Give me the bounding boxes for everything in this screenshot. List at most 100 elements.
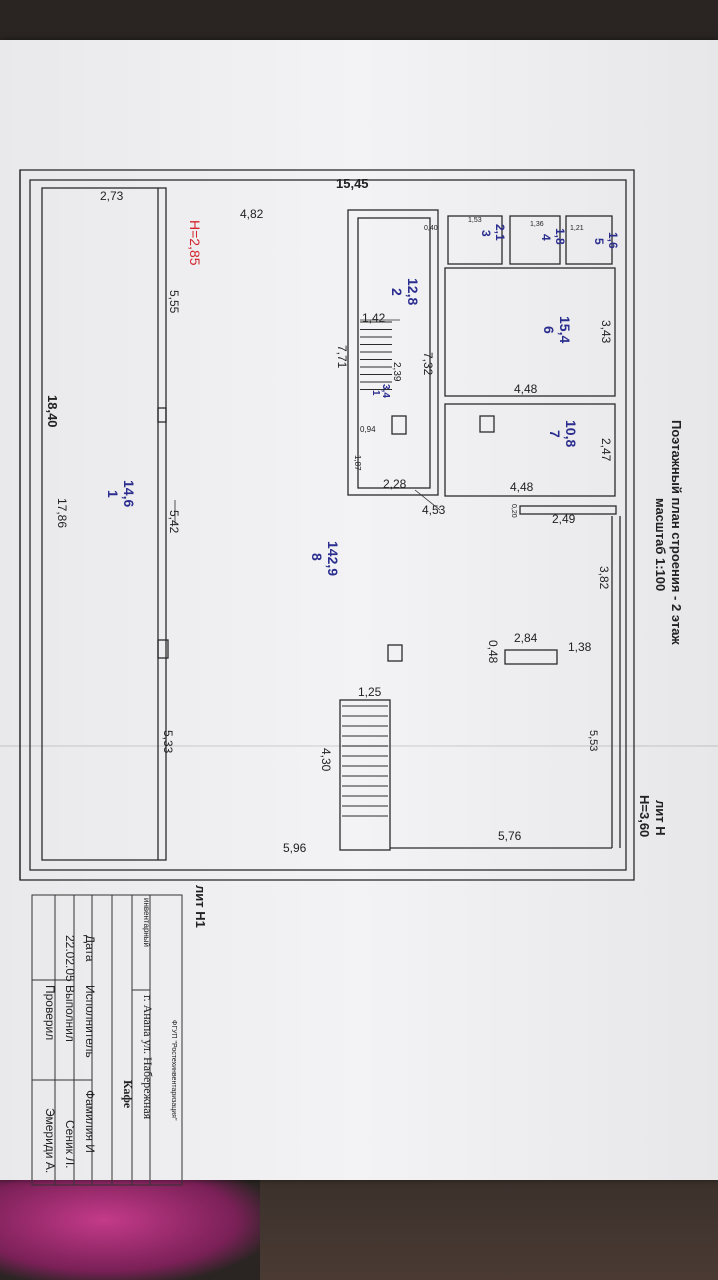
room-7-wall (444, 403, 616, 497)
svg-text:1,6: 1,6 (606, 232, 620, 249)
room-label: 3 2,1 (479, 224, 507, 241)
dim-1-87: 1,87 (353, 455, 362, 471)
dim-18-40: 18,40 (45, 395, 60, 428)
svg-text:2,1: 2,1 (493, 224, 507, 241)
room-label: 1 3,4 (370, 384, 391, 398)
dim-0-48: 0,48 (486, 640, 500, 664)
dim-1-25: 1,25 (358, 685, 382, 699)
svg-text:3,4: 3,4 (380, 384, 391, 398)
background-bag (0, 1180, 260, 1280)
dim-4-82: 4,82 (240, 207, 264, 221)
dim-1-53: 1,53 (468, 217, 482, 224)
lit-height: Н=3,60 (637, 795, 652, 837)
column-4 (479, 415, 495, 433)
column-1 (157, 407, 167, 423)
dim-5-55: 5,55 (167, 290, 181, 314)
dim-17-86: 17,86 (55, 498, 69, 528)
stamp-head-exec: Исполнитель (83, 985, 97, 1058)
room-3-wall (447, 215, 503, 265)
dim-3-82: 3,82 (597, 566, 611, 590)
column-5 (391, 415, 407, 435)
dim-5-33: 5,33 (161, 730, 175, 754)
stamp-date: 22.02.05 (63, 935, 77, 982)
lit-h1: лит Н1 (193, 885, 208, 928)
column-3 (387, 644, 403, 662)
corridor-strip (519, 505, 617, 515)
room-5-wall (565, 215, 613, 265)
dim-0-40: 0,40 (424, 225, 438, 232)
dim-4-48b: 4,48 (510, 480, 534, 494)
svg-text:8: 8 (309, 553, 325, 561)
dim-5-76: 5,76 (498, 829, 522, 843)
dim-2-49: 2,49 (552, 512, 576, 526)
dim-1-38: 1,38 (568, 640, 592, 654)
dim-15-45: 15,45 (336, 176, 369, 191)
outer-wall-outer (19, 169, 635, 881)
svg-text:142,9: 142,9 (325, 541, 341, 576)
dim-line (414, 489, 441, 511)
dim-4-48a: 4,48 (514, 382, 538, 396)
svg-text:3: 3 (479, 230, 493, 237)
svg-text:1: 1 (370, 390, 381, 396)
stair-treads-upper (360, 321, 392, 390)
column-2 (157, 639, 169, 659)
dim-4-30: 4,30 (319, 748, 333, 772)
stair-treads-lower (342, 705, 388, 817)
room-label: 1 14,6 (105, 480, 137, 507)
stair-block-inner (357, 217, 431, 489)
dim-2-73: 2,73 (100, 189, 124, 203)
title-line2: масштаб 1:100 (653, 498, 668, 591)
room-4-wall (509, 215, 561, 265)
svg-text:6: 6 (541, 326, 557, 334)
plan-sheet (0, 40, 718, 1180)
room-label: 4 1,8 (539, 228, 567, 245)
stamp-inv: инвентарный (142, 898, 151, 947)
stamp-object: Кафе (121, 1080, 135, 1109)
dim-5-53: 5,53 (587, 730, 599, 751)
stair-block (347, 209, 439, 496)
dim-2-47: 2,47 (599, 438, 613, 462)
stamp-checked: Проверил (43, 985, 57, 1040)
room-label: 6 15,4 (541, 316, 573, 343)
stamp-done-name: Сеник Л. (63, 1120, 77, 1168)
dim-7-71: 7,71 (335, 345, 349, 369)
dim-5-42: 5,42 (167, 510, 181, 534)
bar-counter (504, 649, 558, 665)
stamp-org: ФГУП "Ростехинвентаризация" (170, 1020, 177, 1121)
svg-text:10,8: 10,8 (563, 420, 579, 447)
dim-3-43: 3,43 (599, 320, 613, 344)
svg-text:2: 2 (389, 288, 405, 296)
stamp-checked-name: Эмериди А. (43, 1108, 57, 1173)
dim-4-53: 4,53 (422, 503, 446, 517)
dim-2-84: 2,84 (514, 631, 538, 645)
dim-1-36: 1,36 (530, 221, 544, 228)
lit-name: лит Н (653, 800, 668, 836)
room-6-wall (444, 267, 616, 397)
stamp-head-name: Фамилия И (83, 1090, 97, 1153)
dim-0-20: 0,20 (510, 504, 517, 518)
svg-text:5: 5 (592, 238, 606, 245)
svg-text:14,6: 14,6 (121, 480, 137, 507)
room-label: 7 10,8 (547, 420, 579, 447)
stamp-done: Выполнил (63, 985, 77, 1042)
lit-h1-strip (41, 187, 167, 861)
height-mark: Н=2,85 (187, 220, 203, 266)
dim-2-39: 2,39 (391, 362, 402, 382)
stamp-head-date: Дата (83, 935, 97, 962)
svg-text:1,8: 1,8 (553, 228, 567, 245)
svg-text:1: 1 (105, 490, 121, 498)
svg-text:12,8: 12,8 (405, 278, 421, 305)
svg-text:15,4: 15,4 (557, 316, 573, 343)
dim-7-32: 7,32 (421, 352, 435, 376)
dim-1-42: 1,42 (362, 311, 386, 325)
outer-wall-inner (29, 179, 627, 871)
dim-0-94: 0,94 (360, 425, 376, 434)
svg-text:7: 7 (547, 430, 563, 438)
title-line1: Поэтажный план строения - 2 этаж (669, 420, 684, 645)
lower-stairs (339, 699, 391, 851)
dim-1-21: 1,21 (570, 225, 584, 232)
room-label: 5 1,6 (592, 232, 620, 249)
room-label: 8 142,9 (309, 541, 341, 576)
svg-text:4: 4 (539, 234, 553, 241)
